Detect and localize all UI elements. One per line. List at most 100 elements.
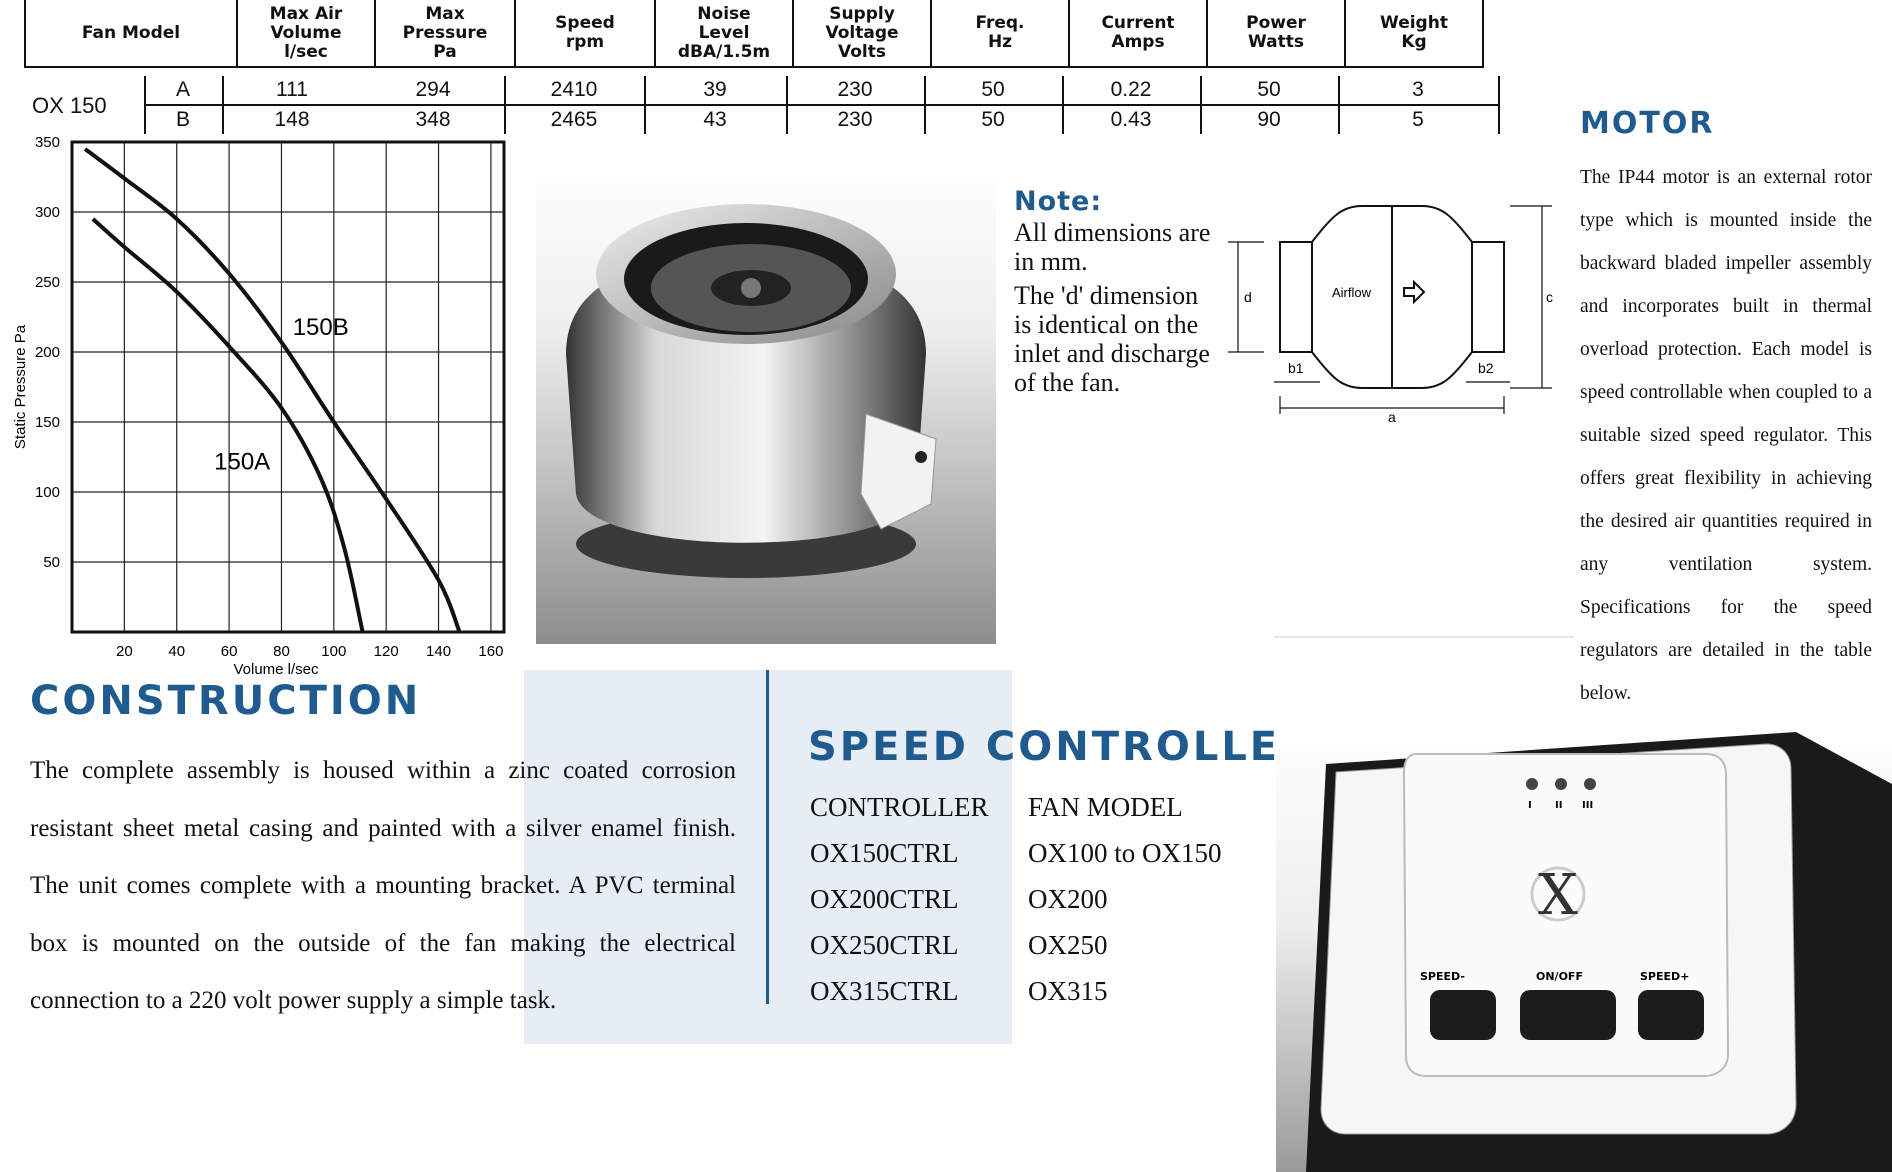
cell-noise: 43 <box>703 108 727 131</box>
construction-title: CONSTRUCTION <box>30 678 422 724</box>
cell-freq: 50 <box>981 108 1005 131</box>
divider <box>1274 636 1574 638</box>
y-tick-label: 150 <box>35 414 60 431</box>
x-tick-label: 120 <box>374 643 399 660</box>
fan-model-cell: OX100 to OX150 <box>1028 837 1222 868</box>
led-label: II <box>1555 800 1562 811</box>
note-line: The 'd' dimension is identical on the in… <box>1014 281 1210 397</box>
y-tick-label: 250 <box>35 274 60 291</box>
brand-logo: X <box>1538 863 1578 928</box>
note-line: All dimensions are in mm. <box>1014 218 1211 276</box>
x-tick-label: 40 <box>168 643 185 660</box>
table-row: OX200CTRL OX200 <box>810 876 1288 922</box>
cell-power: 90 <box>1257 108 1281 131</box>
cell-power: 50 <box>1257 78 1281 101</box>
y-tick-label: 300 <box>35 204 60 221</box>
dimension-b1-label: b1 <box>1288 360 1304 376</box>
cell-noise: 39 <box>703 78 727 101</box>
x-tick-label: 140 <box>426 643 451 660</box>
table-row: OX150CTRL OX100 to OX150 <box>810 830 1288 876</box>
x-tick-label: 20 <box>116 643 133 660</box>
spec-table-body: OX 150 A 111 294 2410 39 230 50 0.22 50 … <box>24 76 1500 136</box>
construction-body: The complete assembly is housed within a… <box>30 757 736 1014</box>
column-header: FAN MODEL <box>1028 791 1183 822</box>
series-line-150A <box>91 217 365 633</box>
fan-model-cell: OX200 <box>1028 883 1108 914</box>
motor-body: The IP44 motor is an external rotor type… <box>1580 167 1872 704</box>
cell-freq: 50 <box>981 78 1005 101</box>
table-row: OX315CTRL OX315 <box>810 968 1288 1014</box>
led-label: III <box>1582 800 1593 811</box>
x-tick-label: 160 <box>478 643 503 660</box>
x-tick-label: 100 <box>321 643 346 660</box>
table-row: OX250CTRL OX250 <box>810 922 1288 968</box>
cell-pressure: 348 <box>415 108 451 131</box>
table-header-row: CONTROLLER FAN MODEL <box>810 784 1288 830</box>
fan-model-cell: OX315 <box>1028 975 1108 1006</box>
note-body: All dimensions are in mm. The 'd' dimens… <box>1014 218 1214 402</box>
motor-title: MOTOR <box>1580 106 1715 141</box>
speed-plus-label: SPEED+ <box>1640 970 1689 983</box>
on-off-label: ON/OFF <box>1536 970 1583 983</box>
controller-cell: OX315CTRL <box>810 975 959 1006</box>
dimension-d-label: d <box>1244 289 1252 305</box>
controller-cell: OX200CTRL <box>810 883 959 914</box>
column-header: CONTROLLER <box>810 791 989 822</box>
dimension-diagram: Airflow d c a b1 b2 <box>1228 205 1553 425</box>
y-axis-label: Static Pressure Pa <box>12 324 29 449</box>
y-tick-label: 350 <box>35 136 60 151</box>
speed-controller-photo: I II III X SPEED- ON/OFF SPEED+ <box>1276 724 1892 1172</box>
cell-current: 0.22 <box>1110 78 1152 101</box>
series-line-150B <box>83 147 462 633</box>
cell-weight: 3 <box>1412 78 1424 101</box>
cell-volume: 148 <box>274 108 310 131</box>
cell-current: 0.43 <box>1110 108 1152 131</box>
model-label: OX 150 <box>32 93 107 118</box>
cell-speed: 2465 <box>550 108 598 131</box>
performance-chart: 20 40 60 80 100 120 140 160 50 100 150 200 250 300 350… <box>12 136 506 676</box>
header-fan-model: Fan Model <box>26 0 238 66</box>
fan-model-cell: OX250 <box>1028 929 1108 960</box>
speed-minus-button <box>1430 990 1496 1040</box>
header-frequency: Freq.Hz <box>932 0 1070 66</box>
note-title: Note: <box>1014 186 1103 217</box>
dimension-c-label: c <box>1546 289 1553 305</box>
dimension-a-label: a <box>1388 409 1396 425</box>
cell-voltage: 230 <box>837 78 873 101</box>
y-tick-label: 100 <box>35 484 60 501</box>
led-label: I <box>1528 800 1532 811</box>
inline-fan-photo <box>536 164 996 644</box>
x-tick-label: 80 <box>273 643 290 660</box>
speed-controller-title: SPEED CONTROLLER <box>808 724 1314 770</box>
plot-frame <box>70 140 506 634</box>
cell-volume: 111 <box>276 78 308 101</box>
curve-label: 150A <box>214 449 270 476</box>
cell-pressure: 294 <box>415 78 451 101</box>
cell-speed: 2410 <box>550 78 598 101</box>
speed-controller-table: CONTROLLER FAN MODEL OX150CTRL OX100 to … <box>810 784 1288 1014</box>
controller-cell: OX250CTRL <box>810 929 959 960</box>
y-tick-label: 50 <box>43 554 60 571</box>
speed-plus-button <box>1638 990 1704 1040</box>
speed-minus-label: SPEED- <box>1420 970 1465 983</box>
cell-variant: B <box>175 108 190 131</box>
x-tick-label: 60 <box>221 643 238 660</box>
cell-variant: A <box>175 78 190 101</box>
cell-voltage: 230 <box>837 108 873 131</box>
on-off-button <box>1520 990 1616 1040</box>
controller-cell: OX150CTRL <box>810 837 959 868</box>
cell-weight: 5 <box>1412 108 1424 131</box>
dimension-b2-label: b2 <box>1478 360 1494 376</box>
y-tick-label: 200 <box>35 344 60 361</box>
x-axis-label: Volume l/sec <box>233 661 319 676</box>
divider <box>766 670 769 1004</box>
